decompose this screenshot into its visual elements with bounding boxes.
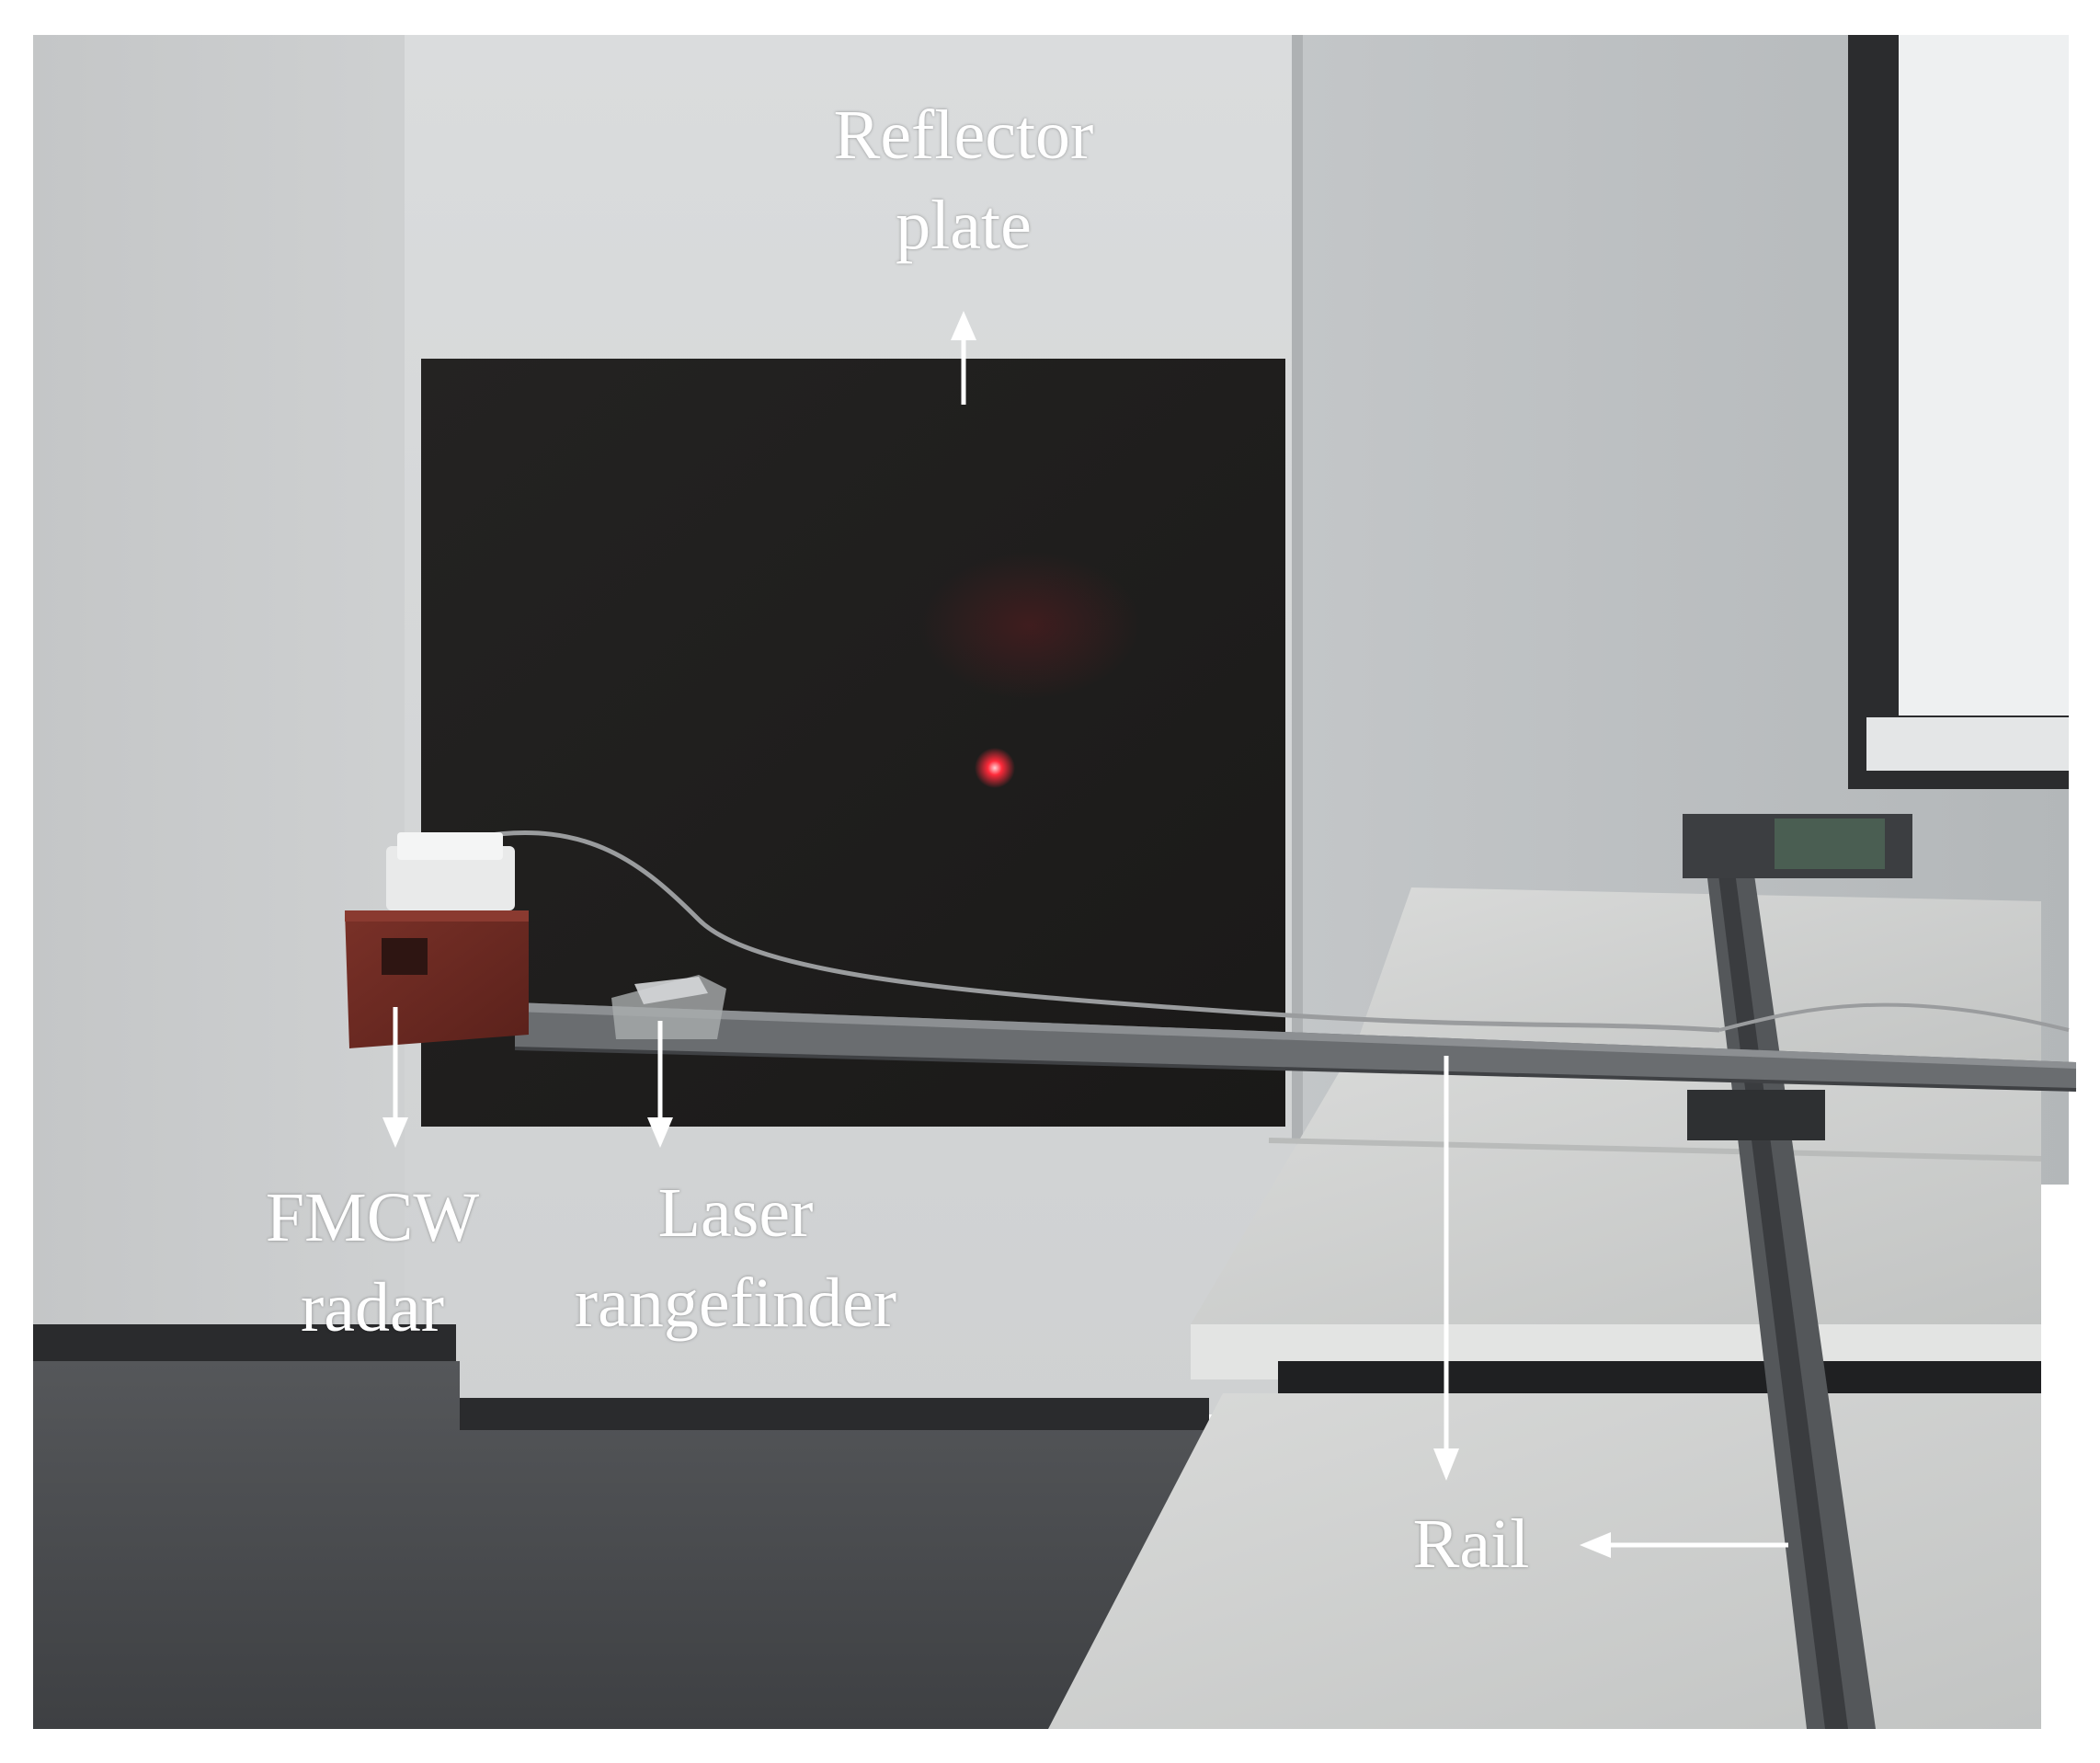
laser-spot (975, 748, 1015, 788)
fmcw-label-line2: radar (300, 1269, 445, 1346)
arm (514, 1002, 2077, 1092)
laser-label-line2: rangefinder (574, 1265, 897, 1342)
window (1848, 35, 2069, 789)
laser-rangefinder-label: Laser rangefinder (533, 1168, 938, 1348)
rail-label: Rail (1412, 1505, 1530, 1583)
reflector-label-line1: Reflector (833, 97, 1094, 174)
annotation-arrows (382, 311, 1788, 1558)
left-wall (33, 35, 465, 1378)
reflector-plate-label: Reflector plate (780, 90, 1147, 270)
fmcw-radar-label: FMCW radar (234, 1173, 510, 1353)
laser-rangefinder (611, 975, 726, 1039)
laser-label-line1: Laser (657, 1174, 814, 1252)
fmcw-radar (345, 832, 529, 1048)
tables (1048, 887, 2042, 1729)
cable (477, 830, 1720, 1033)
floor (33, 1361, 1214, 1729)
reflector-label-line2: plate (896, 187, 1032, 264)
fmcw-label-line1: FMCW (265, 1179, 480, 1256)
reflector-plate (421, 359, 1285, 1127)
